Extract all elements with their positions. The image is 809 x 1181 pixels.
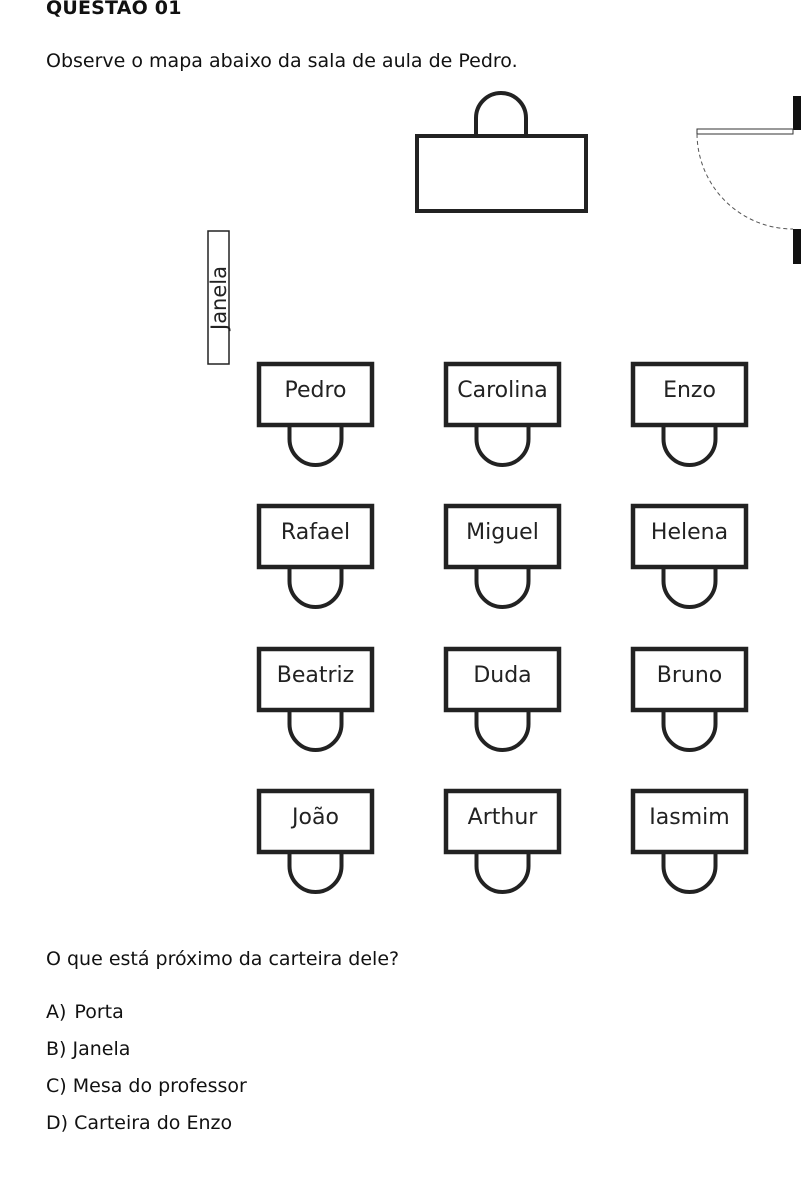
student-desk: Beatriz	[256, 646, 375, 752]
desk-table	[256, 361, 375, 428]
desk-table	[630, 646, 749, 713]
window: Janela	[207, 230, 231, 365]
desk-name-label: Bruno	[657, 663, 722, 688]
desk-name-label: Miguel	[466, 520, 539, 545]
desk-name-label: João	[290, 805, 339, 830]
desk-name-label: Arthur	[468, 805, 539, 830]
desk-name-label: Carolina	[457, 378, 548, 403]
desk-chair	[287, 710, 344, 752]
desk-name-label: Iasmim	[649, 805, 729, 830]
student-desk: Helena	[630, 503, 749, 609]
desk-chair	[287, 852, 344, 894]
desk-chair	[474, 852, 531, 894]
desk-chair	[661, 567, 718, 609]
desk-name-label: Beatriz	[277, 663, 354, 688]
desk-table	[443, 788, 562, 855]
option-text: Porta	[74, 1001, 124, 1023]
question-text: O que está próximo da carteira dele?	[46, 948, 400, 970]
teacher-table	[415, 134, 588, 213]
door-frame-top	[793, 96, 801, 130]
desk-table	[443, 503, 562, 570]
desk-name-label: Pedro	[284, 378, 346, 403]
option-letter: D)	[46, 1112, 69, 1134]
student-desk: Bruno	[630, 646, 749, 752]
desk-table	[256, 788, 375, 855]
desk-chair	[287, 425, 344, 467]
student-desk: João	[256, 788, 375, 894]
student-desk: Miguel	[443, 503, 562, 609]
desk-table	[256, 503, 375, 570]
option-c[interactable]: C) Mesa do professor	[46, 1075, 247, 1097]
desk-table	[443, 361, 562, 428]
desk-chair	[287, 567, 344, 609]
option-a[interactable]: A) Porta	[46, 1001, 124, 1023]
student-desk: Rafael	[256, 503, 375, 609]
option-text: Mesa do professor	[72, 1075, 247, 1097]
intro-text: Observe o mapa abaixo da sala de aula de…	[46, 50, 518, 72]
window-label: Janela	[207, 266, 231, 332]
desk-table	[256, 646, 375, 713]
desk-chair	[661, 852, 718, 894]
desk-name-label: Helena	[651, 520, 728, 545]
option-b[interactable]: B) Janela	[46, 1038, 130, 1060]
desk-chair	[661, 710, 718, 752]
desk-name-label: Rafael	[281, 520, 350, 545]
student-desk: Carolina	[443, 361, 562, 467]
desk-chair	[661, 425, 718, 467]
desk-table	[630, 361, 749, 428]
door	[696, 96, 801, 264]
student-desk: Duda	[443, 646, 562, 752]
question-heading: QUESTÃO 01	[46, 0, 182, 19]
student-desk: Pedro	[256, 361, 375, 467]
student-desk: Iasmim	[630, 788, 749, 894]
door-frame-bottom	[793, 229, 801, 264]
teacher-desk	[415, 91, 588, 213]
teacher-chair	[474, 91, 528, 136]
window-frame	[207, 230, 230, 365]
option-d[interactable]: D) Carteira do Enzo	[46, 1112, 232, 1134]
door-leaf	[696, 128, 794, 135]
desk-name-label: Enzo	[663, 378, 716, 403]
desk-table	[630, 503, 749, 570]
option-text: Carteira do Enzo	[74, 1112, 233, 1134]
desk-table	[443, 646, 562, 713]
desk-chair	[474, 710, 531, 752]
desk-chair	[474, 567, 531, 609]
desk-chair	[474, 425, 531, 467]
door-swing-arc	[696, 133, 794, 230]
student-desk: Arthur	[443, 788, 562, 894]
option-letter: C)	[46, 1075, 67, 1097]
option-text: Janela	[72, 1038, 131, 1060]
desk-table	[630, 788, 749, 855]
option-letter: B)	[46, 1038, 67, 1060]
option-letter: A)	[46, 1001, 67, 1023]
student-desk: Enzo	[630, 361, 749, 467]
desk-name-label: Duda	[473, 663, 531, 688]
